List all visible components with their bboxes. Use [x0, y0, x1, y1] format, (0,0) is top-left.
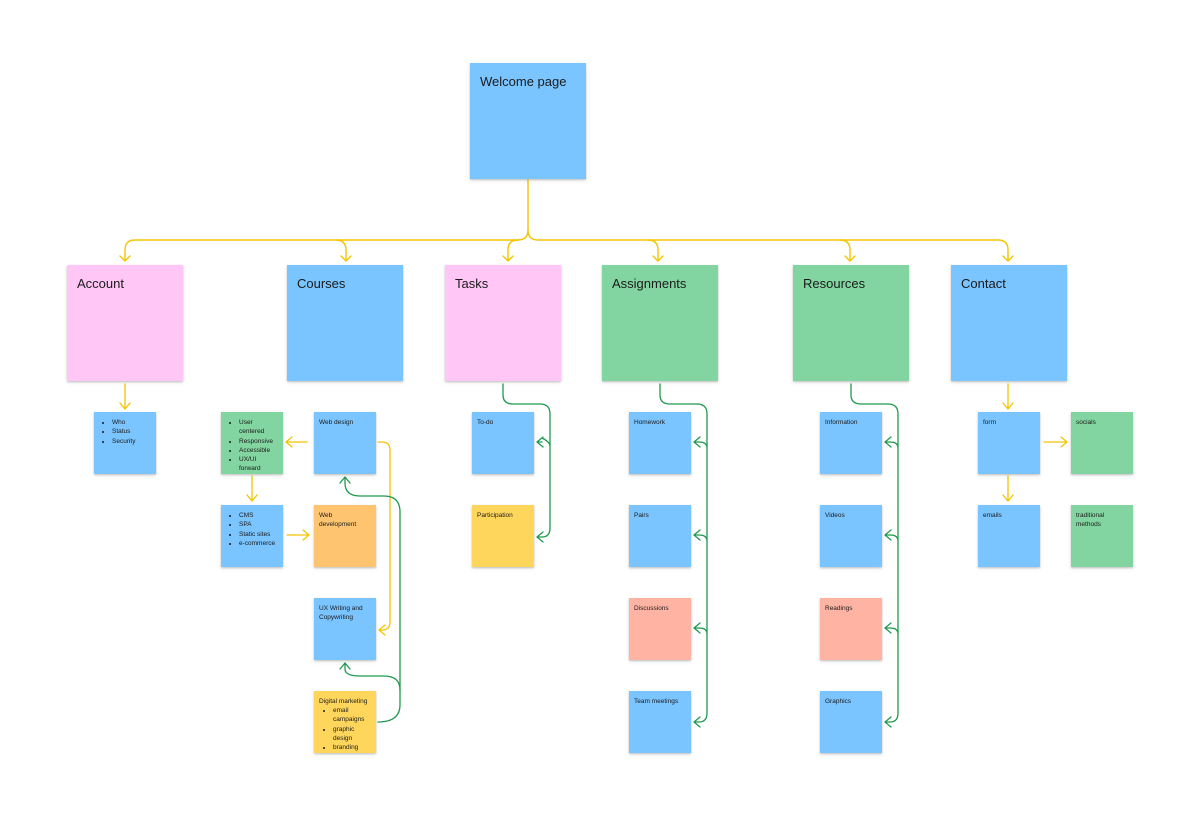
emails-label: emails [983, 512, 1002, 519]
discussions-label: Discussions [634, 605, 669, 612]
readings-note[interactable]: Readings [820, 598, 882, 660]
web-design-note[interactable]: Web design [314, 412, 376, 474]
list-item: Status [112, 427, 151, 436]
connector-digital-to-uxwriting [339, 662, 401, 691]
web-dev-types-note[interactable]: CMS SPA Static sites e-commerce [221, 505, 283, 567]
traditional-methods-label: traditional methods [1076, 512, 1105, 528]
list-item: SPA [239, 520, 278, 529]
todo-label: To-do [477, 419, 494, 426]
resources-title: Resources [803, 276, 866, 291]
connector-to-courses [335, 239, 347, 261]
connector-account-to-details [119, 383, 131, 410]
list-item: CMS [239, 511, 278, 520]
team-meetings-note[interactable]: Team meetings [629, 691, 691, 753]
pairs-note[interactable]: Pairs [629, 505, 691, 567]
connector-to-assignments [647, 239, 659, 261]
connector-form-to-socials [1043, 436, 1068, 448]
pairs-label: Pairs [634, 512, 649, 519]
connector-types-to-webdev [286, 529, 310, 541]
connector-form-to-emails [1002, 475, 1014, 502]
homework-note[interactable]: Homework [629, 412, 691, 474]
todo-note[interactable]: To-do [472, 412, 534, 474]
connector-branch-right [527, 229, 1009, 261]
account-title: Account [77, 276, 124, 291]
green-connectors [339, 383, 899, 728]
list-item: Security [112, 437, 151, 446]
graphics-label: Graphics [825, 698, 852, 705]
web-development-label: Web development [319, 512, 357, 528]
web-design-label: Web design [319, 419, 354, 426]
list-item: graphic design [333, 725, 371, 744]
web-design-principles-list: User centered Responsive Accessible UX/U… [226, 418, 278, 474]
list-item: Accessible [239, 446, 278, 455]
list-item: UX/UI forward [239, 455, 278, 474]
list-item: Responsive [239, 437, 278, 446]
digital-marketing-list: email campaigns graphic design branding [319, 706, 371, 752]
list-item: User centered [239, 418, 278, 437]
web-development-note[interactable]: Web development [314, 505, 376, 567]
list-item: email campaigns [333, 706, 371, 725]
participation-label: Participation [477, 512, 513, 519]
information-note[interactable]: Information [820, 412, 882, 474]
connector-webdesign-to-uxwriting [377, 441, 391, 636]
account-details-note[interactable]: Who Status Security [94, 412, 156, 474]
videos-note[interactable]: Videos [820, 505, 882, 567]
readings-label: Readings [825, 605, 853, 612]
connector-to-tasks [507, 239, 519, 261]
homework-label: Homework [634, 419, 666, 426]
ux-writing-label: UX Writing and Copywriting [319, 605, 363, 621]
list-item: e-commerce [239, 539, 278, 548]
form-note[interactable]: form [978, 412, 1040, 474]
connector-contact-to-form [1002, 383, 1014, 410]
courses-note[interactable]: Courses [287, 265, 403, 381]
welcome-page-note[interactable]: Welcome page [470, 63, 586, 179]
list-item: branding [333, 743, 371, 752]
welcome-page-title: Welcome page [480, 74, 567, 89]
tasks-title: Tasks [455, 276, 489, 291]
emails-note[interactable]: emails [978, 505, 1040, 567]
courses-title: Courses [297, 276, 346, 291]
account-details-list: Who Status Security [99, 418, 151, 446]
tasks-note[interactable]: Tasks [445, 265, 561, 381]
digital-marketing-note[interactable]: Digital marketing email campaigns graphi… [314, 691, 376, 753]
form-label: form [983, 419, 996, 426]
traditional-methods-note[interactable]: traditional methods [1071, 505, 1133, 567]
assignments-title: Assignments [612, 276, 687, 291]
connector-webdesign-to-principles [285, 436, 308, 448]
socials-label: socials [1076, 419, 1096, 426]
web-design-principles-note[interactable]: User centered Responsive Accessible UX/U… [221, 412, 283, 474]
connector-to-resources [839, 239, 851, 261]
team-meetings-label: Team meetings [634, 698, 679, 705]
contact-note[interactable]: Contact [951, 265, 1067, 381]
participation-note[interactable]: Participation [472, 505, 534, 567]
digital-marketing-label: Digital marketing [319, 698, 368, 705]
assignments-note[interactable]: Assignments [602, 265, 718, 381]
list-item: Who [112, 418, 151, 427]
arrowheads-root [119, 255, 1014, 262]
graphics-note[interactable]: Graphics [820, 691, 882, 753]
information-label: Information [825, 419, 858, 426]
resources-note[interactable]: Resources [793, 265, 909, 381]
account-note[interactable]: Account [67, 265, 183, 381]
socials-note[interactable]: socials [1071, 412, 1133, 474]
contact-title: Contact [961, 276, 1006, 291]
connector-principles-to-types [246, 475, 258, 502]
web-dev-types-list: CMS SPA Static sites e-commerce [226, 511, 278, 548]
ux-writing-note[interactable]: UX Writing and Copywriting [314, 598, 376, 660]
discussions-note[interactable]: Discussions [629, 598, 691, 660]
list-item: Static sites [239, 530, 278, 539]
connector-root-trunk [517, 179, 529, 241]
videos-label: Videos [825, 512, 845, 519]
connector-branch-left [124, 239, 519, 261]
root-connectors [119, 179, 1014, 262]
